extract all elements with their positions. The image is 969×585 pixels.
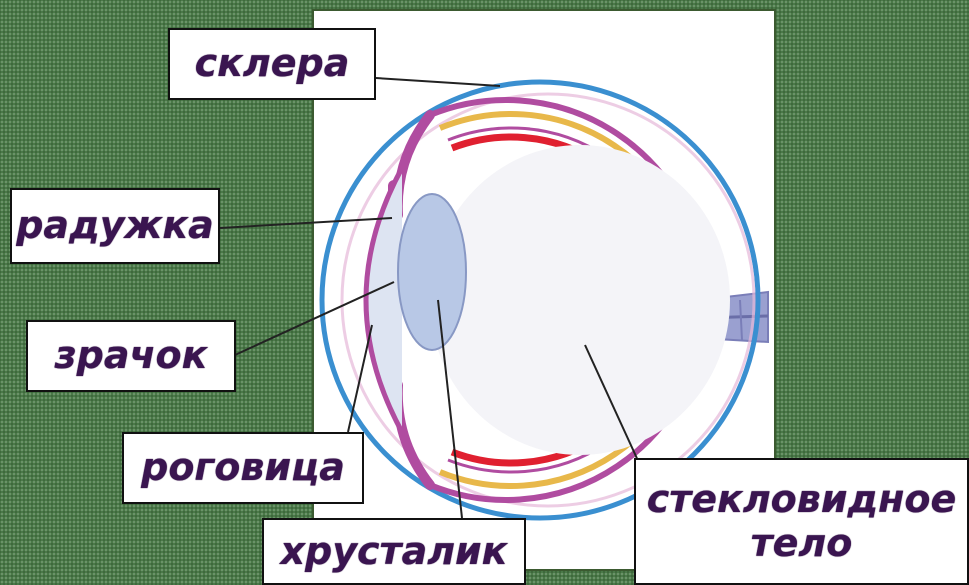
label-cornea: роговица — [122, 432, 364, 504]
label-cornea-text: роговица — [141, 446, 345, 490]
label-sclera: склера — [168, 28, 376, 100]
label-iris: радужка — [10, 188, 220, 264]
label-sclera-text: склера — [195, 42, 350, 86]
label-iris-text: радужка — [16, 204, 214, 248]
label-pupil: зрачок — [26, 320, 236, 392]
label-vitreous-body: стекловидное тело — [634, 458, 969, 585]
lens — [398, 194, 466, 350]
label-lens: хрусталик — [262, 518, 526, 585]
label-lens-text: хрусталик — [281, 530, 508, 574]
label-vitreous-line1: стекловидное — [647, 478, 957, 522]
vitreous-body — [430, 145, 730, 455]
label-pupil-text: зрачок — [55, 334, 208, 378]
label-vitreous-line2: тело — [751, 522, 853, 566]
